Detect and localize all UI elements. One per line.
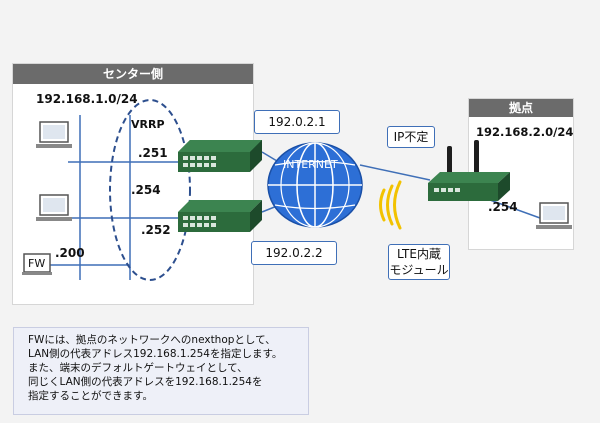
branch-panel-title: 拠点 [469, 99, 573, 117]
router2-address-label: .252 [141, 223, 171, 237]
note-line: 同じくLAN側の代表アドレスを192.168.1.254を [28, 376, 263, 388]
lte-module-line1: LTE内蔵 [397, 247, 441, 261]
vrrp-label: VRRP [131, 118, 165, 131]
router-icon [178, 140, 262, 172]
branch-panel: 拠点 [468, 98, 574, 250]
lte-module-line2: モジュール [389, 263, 449, 277]
lte-module-callout: LTE内蔵 モジュール [388, 244, 450, 280]
branch-lan-link [489, 199, 541, 219]
pc-icon [36, 194, 72, 221]
center-network-label: 192.168.1.0/24 [36, 92, 138, 106]
note-line: LAN側の代表アドレス192.168.1.254を指定します。 [28, 348, 283, 360]
router-icon [178, 200, 262, 232]
pc-icon [36, 121, 72, 148]
internet-label: INTERNET [283, 158, 338, 171]
pc-icon [536, 202, 572, 229]
vrrp-group-ellipse [109, 99, 191, 281]
branch-network-label: 192.168.2.0/24 [476, 125, 574, 139]
note-line: また、端末のデフォルトゲートウェイとして、 [28, 362, 248, 374]
center-panel-title: センター側 [13, 64, 253, 84]
lte-router-icon [428, 140, 510, 201]
router1-address-label: .251 [138, 146, 168, 160]
fw-address-label: .200 [55, 246, 85, 260]
note-box: FWには、拠点のネットワークへのnexthopとして、 LAN側の代表アドレス1… [13, 327, 309, 415]
internet-branch-link [359, 164, 431, 181]
note-line: 指定することができます。 [28, 390, 153, 402]
internet-globe-icon [267, 142, 363, 228]
note-line: FWには、拠点のネットワークへのnexthopとして、 [28, 334, 276, 346]
ip-callout-bottom: 192.0.2.2 [251, 241, 337, 265]
ip-callout-top: 192.0.2.1 [254, 110, 340, 134]
virtual-address-label: .254 [131, 183, 161, 197]
note-text: FWには、拠点のネットワークへのnexthopとして、 LAN側の代表アドレス1… [28, 333, 282, 403]
fw-label: FW [28, 257, 46, 270]
ip-unfixed-callout: IP不定 [387, 126, 435, 148]
branch-address-label: .254 [488, 200, 518, 214]
wireless-signal-icon [379, 180, 402, 230]
